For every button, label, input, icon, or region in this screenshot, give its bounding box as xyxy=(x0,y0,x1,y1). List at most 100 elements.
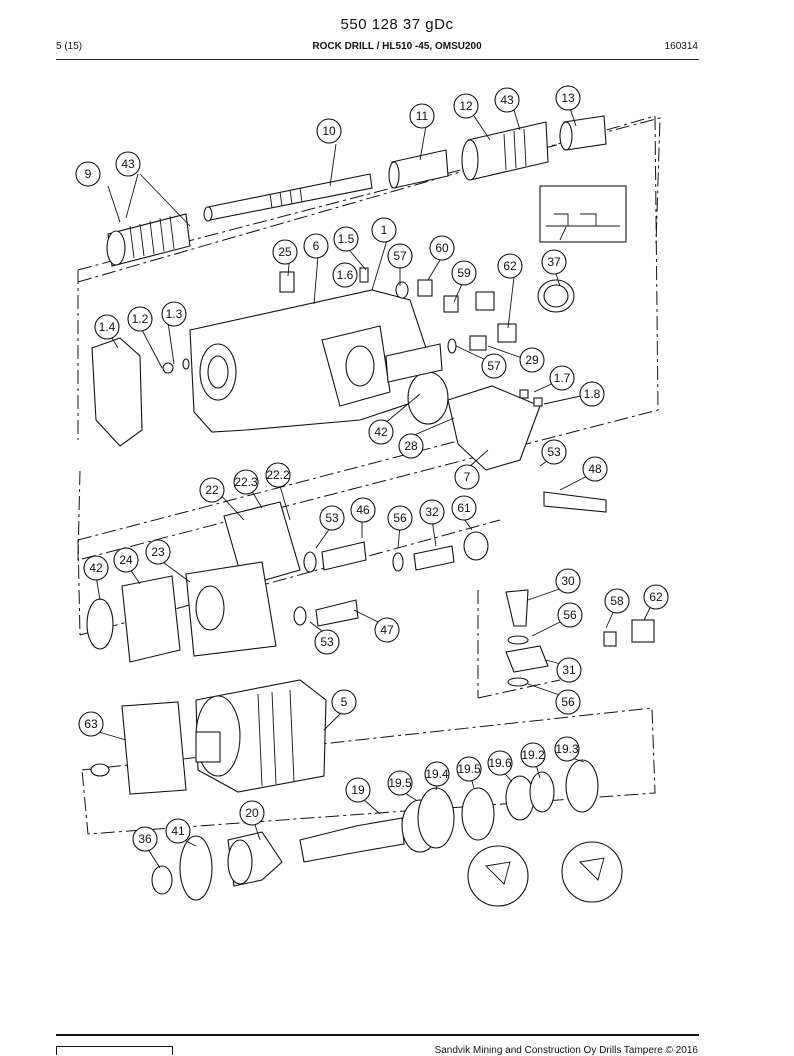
callout-19-5: 19.5 xyxy=(387,770,413,796)
callout-label: 1.3 xyxy=(166,307,183,321)
callout-53: 53 xyxy=(314,629,340,655)
callout-label: 42 xyxy=(374,425,388,439)
date-code: 160314 xyxy=(664,41,698,52)
callout-1-8: 1.8 xyxy=(579,381,605,407)
callout-label: 1.2 xyxy=(132,312,149,326)
callout-label: 57 xyxy=(487,359,501,373)
callout-61: 61 xyxy=(451,495,477,521)
callout-25: 25 xyxy=(272,239,298,265)
callout-label: 47 xyxy=(380,623,394,637)
callout-22: 22 xyxy=(199,477,225,503)
callout-7: 7 xyxy=(454,464,480,490)
callout-13: 13 xyxy=(555,85,581,111)
callout-48: 48 xyxy=(582,456,608,482)
callout-1-3: 1.3 xyxy=(161,301,187,327)
callout-46: 46 xyxy=(350,497,376,523)
callout-22-3: 22.3 xyxy=(233,469,259,495)
callout-label: 23 xyxy=(151,545,165,559)
callout-label: 56 xyxy=(561,695,575,709)
document-number: 550 128 37 gDc xyxy=(340,16,454,33)
callout-29: 29 xyxy=(519,347,545,373)
callout-43: 43 xyxy=(494,87,520,113)
callout-label: 19.4 xyxy=(425,767,449,781)
callout-label: 56 xyxy=(393,511,407,525)
callout-label: 19.3 xyxy=(555,742,579,756)
callout-label: 61 xyxy=(457,501,471,515)
callout-62: 62 xyxy=(643,584,669,610)
callout-53: 53 xyxy=(541,439,567,465)
callout-57: 57 xyxy=(481,353,507,379)
callout-label: 46 xyxy=(356,503,370,517)
callout-label: 56 xyxy=(563,608,577,622)
callout-1-4: 1.4 xyxy=(94,314,120,340)
callout-label: 37 xyxy=(547,255,561,269)
callout-19-3: 19.3 xyxy=(554,736,580,762)
callout-60: 60 xyxy=(429,235,455,261)
callout-label: 59 xyxy=(457,266,471,280)
callout-label: 53 xyxy=(547,445,561,459)
callout-19-4: 19.4 xyxy=(424,761,450,787)
callout-24: 24 xyxy=(113,547,139,573)
callout-1: 1 xyxy=(371,217,397,243)
callout-31: 31 xyxy=(556,657,582,683)
callout-63: 63 xyxy=(78,711,104,737)
flange-and-bolts xyxy=(86,491,655,687)
callout-label: 53 xyxy=(325,511,339,525)
callout-59: 59 xyxy=(451,260,477,286)
callout-label: 32 xyxy=(425,505,439,519)
callout-1-6: 1.6 xyxy=(332,262,358,288)
callout-label: 62 xyxy=(503,259,517,273)
callout-label: 19.2 xyxy=(521,748,545,762)
callout-42: 42 xyxy=(83,555,109,581)
callout-53: 53 xyxy=(319,505,345,531)
callout-label: 42 xyxy=(89,561,103,575)
callout-label: 19 xyxy=(351,783,365,797)
callout-label: 20 xyxy=(245,806,259,820)
callout-label: 28 xyxy=(404,439,418,453)
cylinder-housing xyxy=(91,267,575,471)
callout-label: 1.7 xyxy=(554,371,571,385)
callout-label: 48 xyxy=(588,462,602,476)
rear-assembly-parts xyxy=(106,115,627,267)
callout-label: 53 xyxy=(320,635,334,649)
callout-label: 29 xyxy=(525,353,539,367)
callout-label: 22 xyxy=(205,483,219,497)
callout-42: 42 xyxy=(368,419,394,445)
callout-28: 28 xyxy=(398,433,424,459)
callout-label: 12 xyxy=(459,99,473,113)
callout-36: 36 xyxy=(132,826,158,852)
callout-label: 24 xyxy=(119,553,133,567)
callout-37: 37 xyxy=(541,249,567,275)
callout-label: 58 xyxy=(610,594,624,608)
callout-23: 23 xyxy=(145,539,171,565)
callout-62: 62 xyxy=(497,253,523,279)
callout-label: 6 xyxy=(313,239,320,253)
brand-logo xyxy=(56,1046,173,1055)
callout-label: 22.2 xyxy=(266,468,290,482)
callout-9: 9 xyxy=(75,161,101,187)
callout-6: 6 xyxy=(303,233,329,259)
callout-30: 30 xyxy=(555,568,581,594)
callout-label: 7 xyxy=(464,470,471,484)
page-number: 5 (15) xyxy=(56,41,83,52)
callout-41: 41 xyxy=(165,818,191,844)
callout-label: 19.6 xyxy=(488,756,512,770)
motor-assembly xyxy=(90,679,623,907)
callout-10: 10 xyxy=(316,118,342,144)
callout-56: 56 xyxy=(387,505,413,531)
callout-label: 1 xyxy=(381,223,388,237)
callout-label: 25 xyxy=(278,245,292,259)
callout-label: 36 xyxy=(138,832,152,846)
callout-5: 5 xyxy=(331,689,357,715)
footer-rule xyxy=(56,1034,699,1036)
callout-label: 5 xyxy=(341,695,348,709)
header-rule xyxy=(56,59,699,60)
callout-1-5: 1.5 xyxy=(333,226,359,252)
drawing-title: ROCK DRILL / HL510 -45, OMSU200 xyxy=(312,41,482,52)
callout-label: 22.3 xyxy=(234,475,258,489)
callout-56: 56 xyxy=(555,689,581,715)
callout-56: 56 xyxy=(557,602,583,628)
callout-label: 19.5 xyxy=(388,776,412,790)
copyright-notice: Sandvik Mining and Construction Oy Drill… xyxy=(434,1045,698,1056)
